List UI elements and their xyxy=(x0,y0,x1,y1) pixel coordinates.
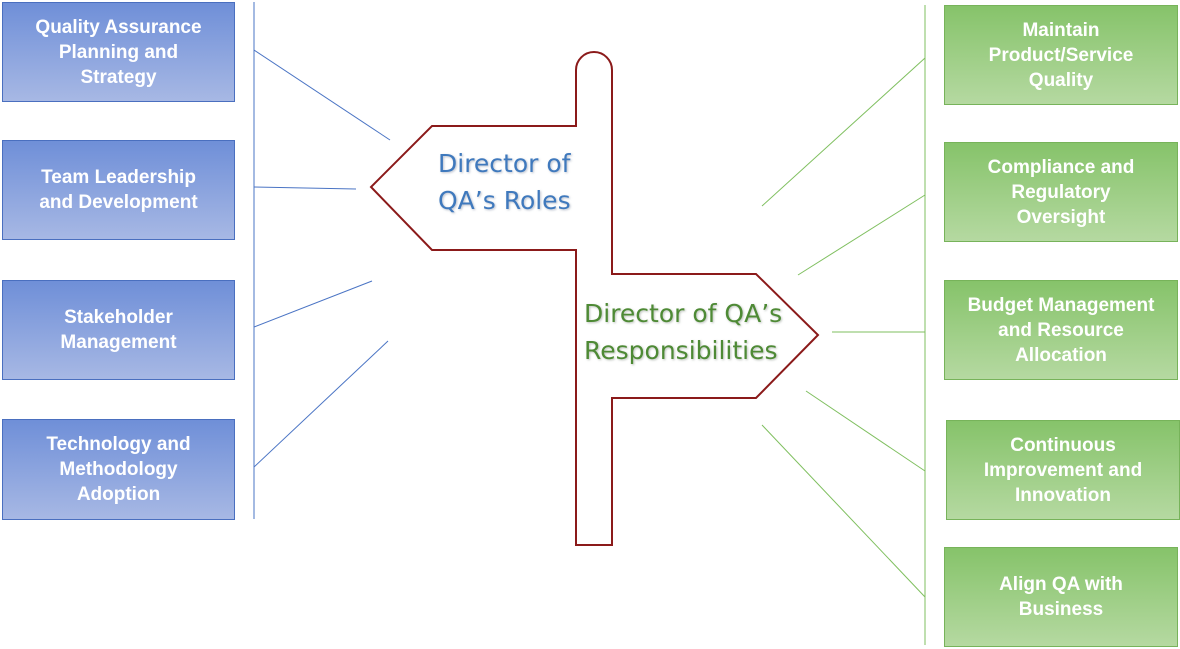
roles-sign-label: Director of QA’s Roles xyxy=(438,145,571,219)
role-box-label: Stakeholder Management xyxy=(60,307,177,353)
roles-connector-3 xyxy=(253,280,373,328)
responsibility-box-label: Align QA with Business xyxy=(999,574,1123,620)
responsibilities-connector-5 xyxy=(761,424,926,598)
responsibilities-connector-2 xyxy=(797,194,926,276)
responsibility-box-align: Align QA with Business xyxy=(944,547,1178,647)
responsibilities-sign-line2: Responsibilities xyxy=(584,336,778,365)
role-box-stakeholder: Stakeholder Management xyxy=(2,280,235,380)
responsibilities-connector-4 xyxy=(805,390,926,472)
responsibility-box-budget: Budget Management and Resource Allocatio… xyxy=(944,280,1178,380)
role-box-label: Technology and Methodology Adoption xyxy=(46,434,191,505)
role-box-qa-planning: Quality Assurance Planning and Strategy xyxy=(2,2,235,102)
responsibility-box-label: Maintain Product/Service Quality xyxy=(988,19,1134,91)
role-box-label: Team Leadership and Development xyxy=(39,167,198,213)
responsibility-box-label: Continuous Improvement and Innovation xyxy=(983,434,1143,506)
responsibility-box-quality: Maintain Product/Service Quality xyxy=(944,5,1178,105)
responsibility-box-label: Budget Management and Resource Allocatio… xyxy=(967,294,1155,366)
responsibilities-sign-label: Director of QA’s Responsibilities xyxy=(584,295,782,369)
responsibilities-sign-line1: Director of QA’s xyxy=(584,299,783,328)
role-box-technology: Technology and Methodology Adoption xyxy=(2,419,235,520)
role-box-team-leadership: Team Leadership and Development xyxy=(2,140,235,240)
signpost-outline xyxy=(369,51,820,546)
roles-connector-1 xyxy=(253,49,391,141)
role-box-label: Quality Assurance Planning and Strategy xyxy=(35,16,202,88)
roles-sign-line2: QA’s Roles xyxy=(438,186,571,215)
roles-connector-4 xyxy=(253,340,389,468)
roles-connector-2 xyxy=(253,186,357,190)
responsibilities-connector-1 xyxy=(761,57,926,207)
responsibility-box-compliance: Compliance and Regulatory Oversight xyxy=(944,142,1178,242)
responsibility-box-label: Compliance and Regulatory Oversight xyxy=(987,156,1135,228)
roles-sign-line1: Director of xyxy=(438,149,571,178)
responsibility-box-improvement: Continuous Improvement and Innovation xyxy=(946,420,1180,520)
